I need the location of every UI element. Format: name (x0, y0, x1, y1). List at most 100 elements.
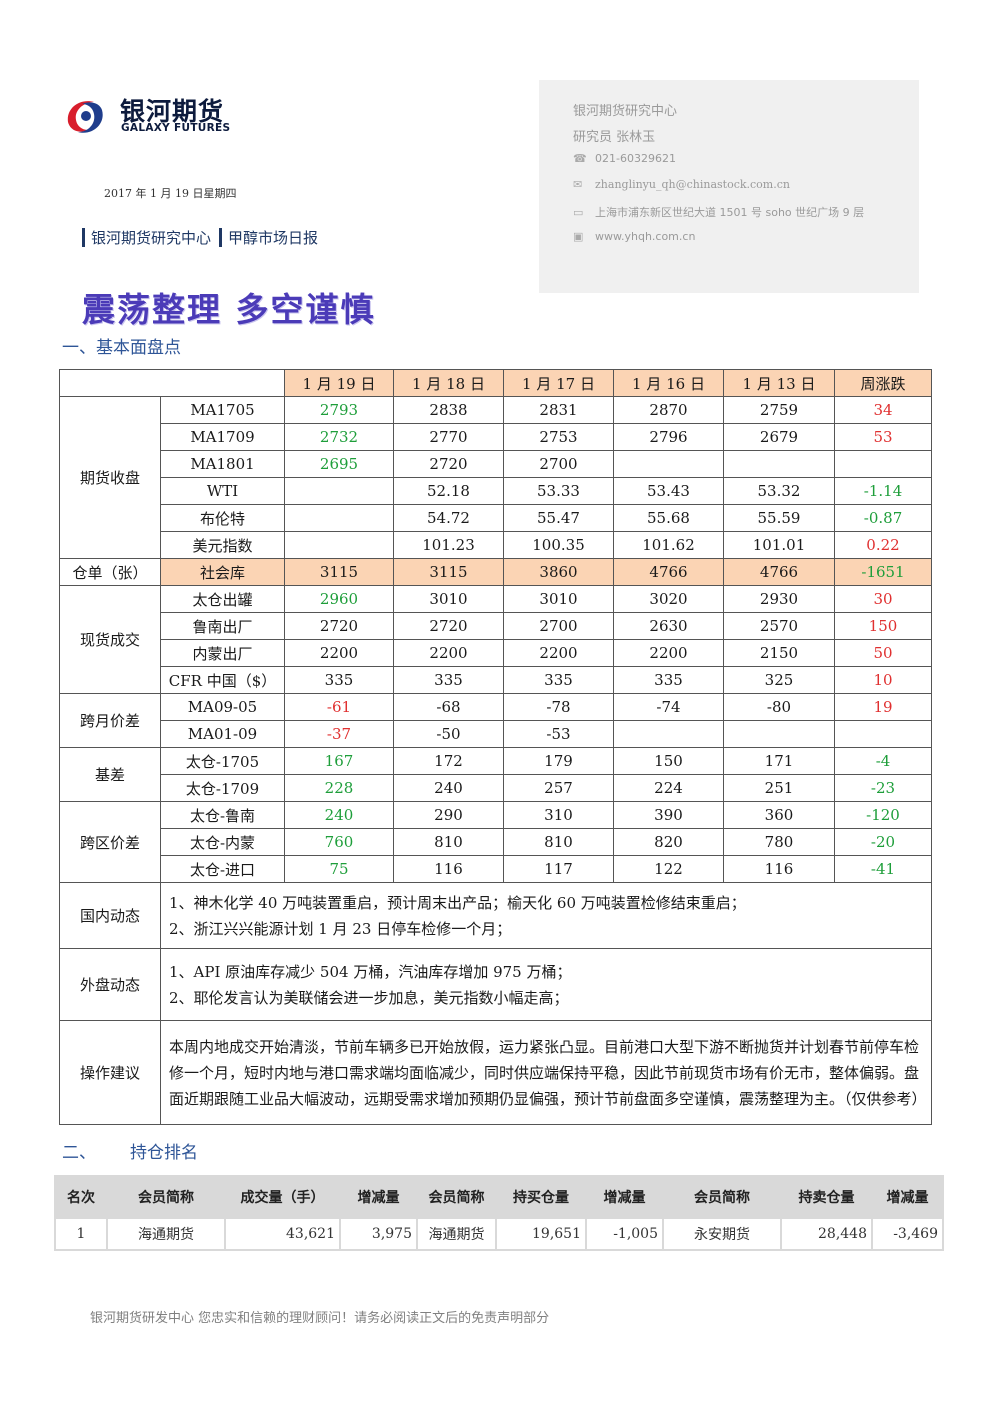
row-item: 内蒙出厂 (160, 639, 285, 667)
value-cell: 75 (284, 855, 394, 883)
value-cell: 2150 (723, 639, 835, 667)
value-cell (723, 720, 835, 748)
weekly-change-cell: -23 (834, 774, 932, 802)
table-row: 基差 太仓-1705 167 172 179 150 171 -4 (59, 747, 932, 802)
value-cell: 2770 (393, 423, 504, 451)
value-cell: 3860 (503, 558, 614, 586)
value-cell: 2200 (613, 639, 724, 667)
value-cell: -68 (393, 693, 504, 721)
table-row: 太仓-内蒙 760 810 810 820 780 -20 (60, 828, 932, 856)
row-item: MA01-09 (160, 720, 285, 748)
table-row: MA01-09 -37 -50 -53 (60, 720, 932, 748)
weekly-change-cell: -41 (834, 855, 932, 883)
table-row: 内蒙出厂 2200 2200 2200 2200 2150 50 (60, 639, 932, 667)
value-cell: -78 (503, 693, 614, 721)
column-header: 增减量 (873, 1177, 942, 1217)
value-cell: 150 (613, 747, 724, 775)
value-cell: 171 (723, 747, 835, 775)
value-cell: 101.01 (723, 531, 835, 559)
category-advice: 操作建议 (59, 1020, 161, 1125)
weekly-change-cell: 150 (834, 612, 932, 640)
weekly-change-cell: -1651 (834, 558, 932, 586)
row-item: 布伦特 (160, 504, 285, 532)
weekly-change-cell: 53 (834, 423, 932, 451)
category-basis: 基差 (59, 747, 161, 802)
value-cell (284, 504, 394, 532)
value-cell: -53 (503, 720, 614, 748)
contact-website: www.yhqh.com.cn (595, 230, 696, 243)
value-cell: 55.68 (613, 504, 724, 532)
value-cell: 240 (393, 774, 504, 802)
value-cell: 101.62 (613, 531, 724, 559)
contact-address-row: ▭上海市浦东新区世纪大道 1501 号 soho 世纪广场 9 层 (573, 204, 864, 220)
row-item: WTI (160, 477, 285, 505)
value-cell: 2200 (284, 639, 394, 667)
value-cell: 53.33 (503, 477, 614, 505)
category-domestic-news: 国内动态 (59, 882, 161, 949)
value-cell (613, 450, 724, 478)
change-cell: -3,469 (873, 1219, 942, 1249)
column-header: 1 月 16 日 (613, 369, 724, 397)
contact-email: zhanglinyu_qh@chinastock.com.cn (595, 178, 790, 191)
value-cell: 54.72 (393, 504, 504, 532)
member-cell: 永安期货 (664, 1219, 780, 1249)
position-ranking-table: 名次 会员简称 成交量（手） 增减量 会员简称 持买仓量 增减量 会员简称 持卖… (54, 1175, 944, 1251)
table-row: MA1709 2732 2770 2753 2796 2679 53 (60, 423, 932, 451)
category-spot: 现货成交 (59, 585, 161, 694)
row-item: 太仓-内蒙 (160, 828, 285, 856)
galaxy-futures-logo: 银河期货 GALAXY FUTURES (62, 92, 262, 142)
news-line: 1、神木化学 40 万吨装置重启，预计周末出产品；榆天化 60 万吨装置检修结束… (169, 893, 746, 912)
value-cell: 810 (393, 828, 504, 856)
rank-cell: 1 (56, 1219, 106, 1249)
value-cell: 53.43 (613, 477, 724, 505)
weekly-change-cell: -0.87 (834, 504, 932, 532)
value-cell: 2753 (503, 423, 614, 451)
value-cell: 335 (393, 666, 504, 694)
value-cell: 290 (393, 801, 504, 829)
column-header: 增减量 (587, 1177, 662, 1217)
value-cell: 2796 (613, 423, 724, 451)
value-cell: 335 (613, 666, 724, 694)
value-cell: 117 (503, 855, 614, 883)
row-item: 太仓-进口 (160, 855, 285, 883)
fundamentals-table: 1 月 19 日 1 月 18 日 1 月 17 日 1 月 16 日 1 月 … (59, 369, 932, 1125)
table-row: WTI 52.18 53.33 53.43 53.32 -1.14 (60, 477, 932, 505)
value-cell: 4766 (723, 558, 835, 586)
value-cell: 55.59 (723, 504, 835, 532)
table-row: 操作建议 本周内地成交开始清淡，节前车辆多已开始放假，运力紧张凸显。目前港口大型… (59, 1020, 932, 1125)
value-cell: 2630 (613, 612, 724, 640)
contact-email-row: ✉zhanglinyu_qh@chinastock.com.cn (573, 178, 790, 191)
contact-analyst: 研究员 张林玉 (573, 130, 656, 145)
value-cell: 2679 (723, 423, 835, 451)
column-header: 成交量（手） (226, 1177, 339, 1217)
news-line: 2、耶伦发言认为美联储会进一步加息，美元指数小幅走高； (169, 988, 569, 1007)
category-warrant: 仓单（张） (59, 558, 161, 586)
header-blank-cell (59, 369, 285, 397)
value-cell: 820 (613, 828, 724, 856)
divider-bar (219, 228, 223, 247)
row-item: MA1709 (160, 423, 285, 451)
page-title: 震荡整理 多空谨慎 (82, 290, 376, 329)
contact-box: 银河期货研究中心 研究员 张林玉 ☎021-60329621 ✉zhanglin… (539, 80, 919, 293)
value-cell: 172 (393, 747, 504, 775)
value-cell: 100.35 (503, 531, 614, 559)
value-cell: 780 (723, 828, 835, 856)
table-row: 跨区价差 太仓-鲁南 240 290 310 390 360 -120 (59, 801, 932, 883)
value-cell: 2831 (503, 396, 614, 424)
section-heading-positions: 二、持仓排名 (62, 1138, 198, 1163)
contact-address: 上海市浦东新区世纪大道 1501 号 soho 世纪广场 9 层 (595, 206, 865, 219)
value-cell: 2720 (393, 612, 504, 640)
column-header: 会员简称 (108, 1177, 224, 1217)
report-type-label: 甲醇市场日报 (228, 229, 319, 247)
column-header: 名次 (56, 1177, 106, 1217)
value-cell: 3115 (393, 558, 504, 586)
contact-phone-row: ☎021-60329621 (573, 152, 676, 165)
value-cell: 810 (503, 828, 614, 856)
news-line: 2、浙江兴兴能源计划 1 月 23 日停车检修一个月； (169, 919, 512, 938)
weekly-change-cell: -20 (834, 828, 932, 856)
value-cell: 3010 (393, 585, 504, 613)
value-cell: 251 (723, 774, 835, 802)
value-cell: -80 (723, 693, 835, 721)
member-cell: 海通期货 (418, 1219, 495, 1249)
weekly-change-cell: 10 (834, 666, 932, 694)
